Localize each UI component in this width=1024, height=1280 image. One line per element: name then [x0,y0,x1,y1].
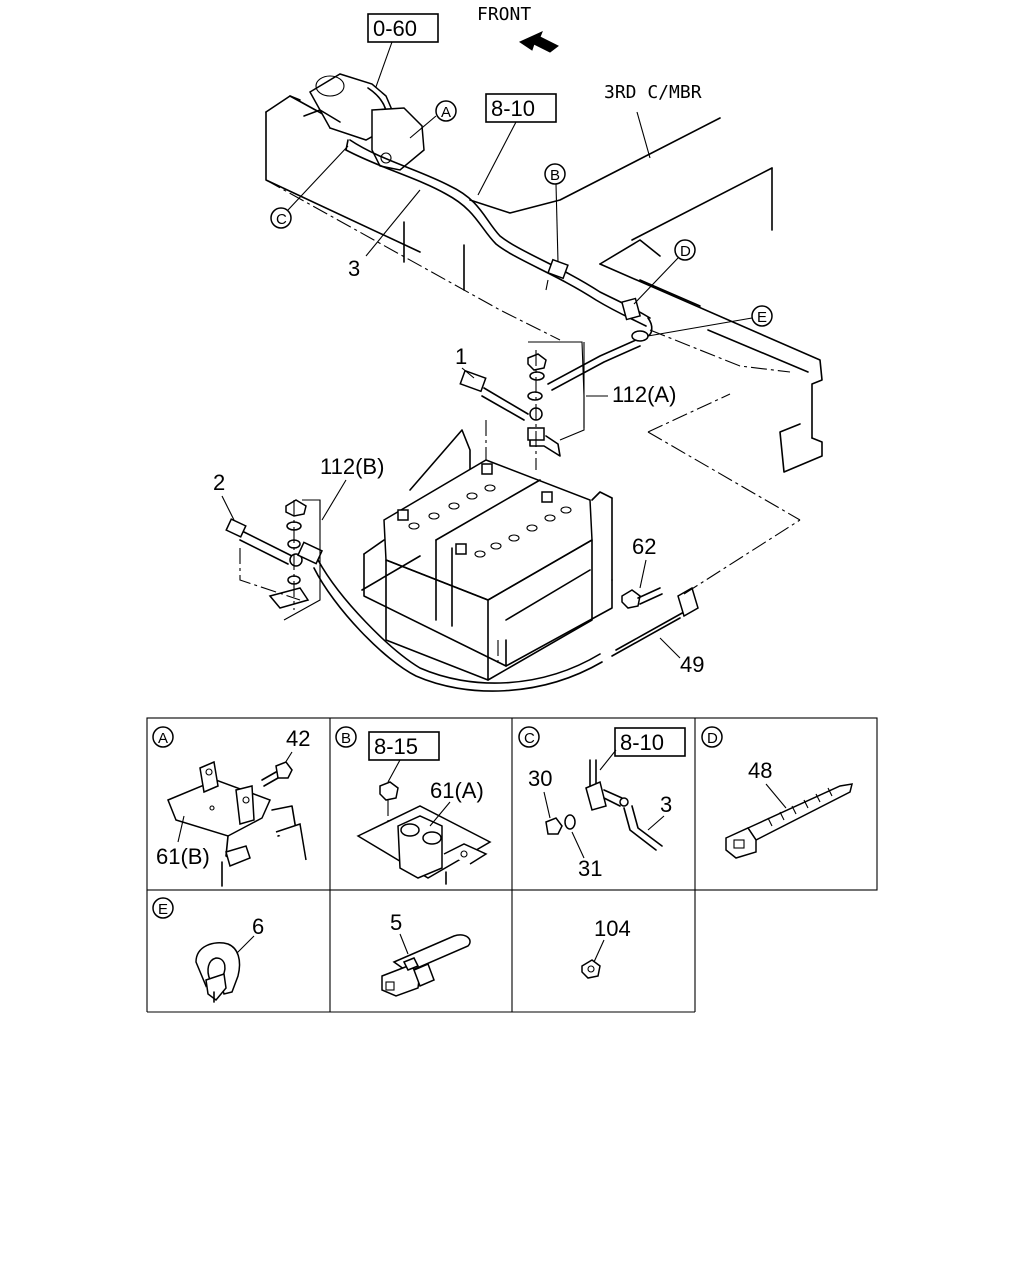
detail-grid [146,717,878,1013]
panel-a-id: A [158,730,168,747]
panel-c-id: C [524,730,535,747]
bolt-62 [621,587,663,609]
starter-motor [303,73,425,171]
detail-panel-c[interactable]: C 8-10 30 31 3 [518,726,686,881]
detail-panel-a[interactable]: A 42 61(B) [152,726,310,887]
battery-cell-caps [408,484,572,558]
detail-panel-e[interactable]: E 6 [152,897,264,1003]
part-5-label[interactable]: 5 [390,910,402,935]
main-diagram: 0-60 FRONT 8-10 3RD C/MBR [213,4,823,692]
hardware-112b [268,499,310,610]
ref-box-0-60-label: 0-60 [373,16,417,41]
hardware-112a [527,350,561,470]
ref-box-8-15[interactable]: 8-15 [368,731,440,761]
detail-panel-5[interactable]: 5 [381,910,471,997]
part-62-label[interactable]: 62 [632,534,656,559]
part-49-label[interactable]: 49 [680,652,704,677]
svg-text:C: C [276,211,287,228]
svg-text:D: D [680,243,691,260]
callout-d[interactable]: D [674,239,696,261]
cable-112a-run [547,317,653,391]
frame-label: 3RD C/MBR [604,82,702,103]
callout-c[interactable]: C [270,207,292,229]
frame-rail-right [599,263,823,521]
svg-text:A: A [441,104,451,121]
svg-text:E: E [757,309,767,326]
part-61b-label[interactable]: 61(B) [156,844,210,869]
svg-text:8-15: 8-15 [374,734,418,759]
part-30-label[interactable]: 30 [528,766,552,791]
part-3-detail-label[interactable]: 3 [660,792,672,817]
ref-box-0-60[interactable]: 0-60 [367,13,439,43]
clip-b [545,258,569,291]
part-48-label[interactable]: 48 [748,758,772,783]
part-112b-label[interactable]: 112(B) [320,454,384,479]
part-31-label[interactable]: 31 [578,856,602,881]
front-label: FRONT [477,4,531,25]
part-112a-label[interactable]: 112(A) [612,382,676,407]
part-6-label[interactable]: 6 [252,914,264,939]
cross-member [469,117,773,265]
svg-text:B: B [550,167,560,184]
callout-b[interactable]: B [544,163,566,185]
panel-d-id: D [707,730,718,747]
ref-box-8-10-label: 8-10 [491,96,535,121]
cable-tie-teeth [767,787,833,827]
cable-112b-run [313,559,603,692]
svg-text:8-10: 8-10 [620,730,664,755]
part-104-label[interactable]: 104 [594,916,631,941]
callout-a[interactable]: A [435,100,457,122]
detail-panel-104[interactable]: 104 [581,916,631,979]
ref-box-8-10[interactable]: 8-10 [485,93,557,123]
panel-e-id: E [158,901,168,918]
front-arrow-icon [518,31,559,53]
ref-box-8-10-detail[interactable]: 8-10 [614,727,686,757]
part-42-label[interactable]: 42 [286,726,310,751]
frame-rail-left [265,95,561,341]
panel-b-id: B [341,730,351,747]
part-1-label[interactable]: 1 [455,344,467,369]
detail-panel-d[interactable]: D 48 [701,726,854,859]
part-61a-label[interactable]: 61(A) [430,778,484,803]
battery-assembly [361,420,613,681]
ground-strap-49 [611,519,801,657]
detail-panel-b[interactable]: B 8-15 61(A) [335,726,492,885]
part-2-label[interactable]: 2 [213,470,225,495]
clip-d [620,297,642,321]
battery-cable-2 [225,518,324,567]
callout-e[interactable]: E [751,305,773,327]
part-3-label[interactable]: 3 [348,256,360,281]
